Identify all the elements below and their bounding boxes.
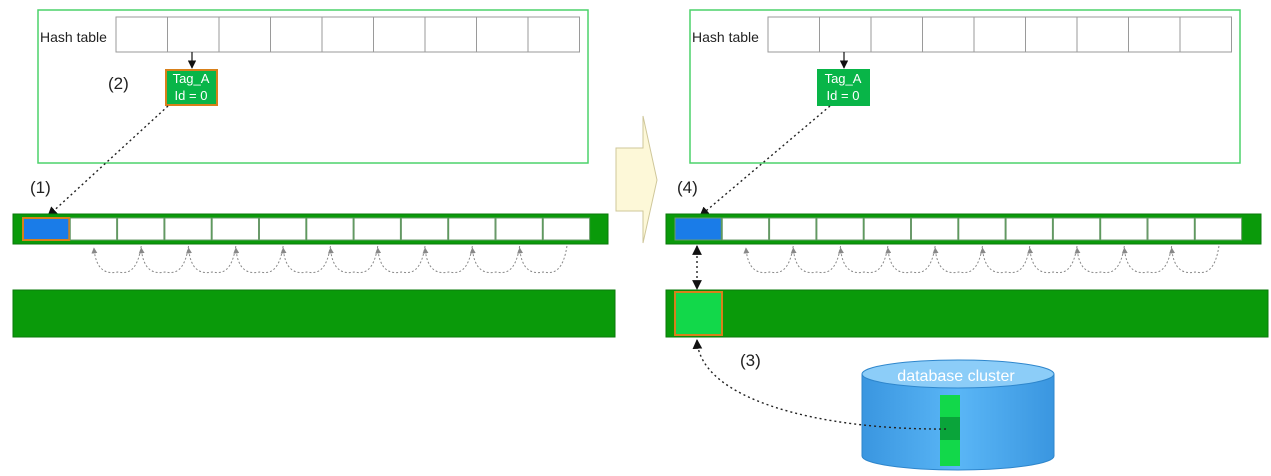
database-record-selected — [940, 417, 960, 440]
right-hash-table-label: Hash table — [692, 29, 759, 45]
right-dotted-link — [699, 105, 831, 217]
left-chain-arc — [186, 245, 237, 274]
left-chain-arc — [280, 245, 331, 274]
right-chain-arcs — [743, 245, 1220, 274]
right-chain-arc — [1074, 245, 1125, 274]
right-hash-cell — [1025, 16, 1078, 53]
left-chain-arc — [469, 245, 521, 274]
right-slot-cell — [816, 217, 864, 241]
left-slot-cell — [69, 217, 118, 241]
database-top — [861, 359, 1055, 389]
left-hash-cell — [218, 16, 271, 53]
left-chain-arc — [422, 245, 473, 274]
right-hash-cell — [973, 16, 1026, 53]
left-chain-arc — [91, 245, 142, 274]
transition-arrow — [615, 115, 658, 244]
right-chain-arc — [838, 245, 889, 274]
left-step-label-2: (2) — [108, 74, 129, 93]
left-panel: Hash table Tag_A Id = 0 (2) (1) — [12, 9, 616, 338]
left-tag-line2: Id = 0 — [175, 88, 208, 103]
left-slot-cell — [495, 217, 543, 241]
left-storage-bar — [12, 289, 616, 338]
right-chain-arc — [790, 245, 842, 274]
right-slot-cell — [1147, 217, 1195, 241]
right-chain-arc — [885, 245, 936, 274]
right-hash-table — [767, 16, 1232, 53]
right-step-label-4: (4) — [677, 178, 698, 197]
right-storage-bar — [665, 289, 1269, 338]
left-hash-cell — [321, 16, 374, 53]
right-hash-cell — [922, 16, 975, 53]
right-slot-cell — [958, 217, 1006, 241]
right-slot-cell — [721, 217, 770, 241]
right-storage-highlight — [674, 291, 723, 336]
left-slot-cell — [164, 217, 212, 241]
right-slot-cell — [769, 217, 817, 241]
left-hash-cell — [115, 16, 168, 53]
right-chain-arc — [979, 245, 1031, 274]
left-slot-cell — [448, 217, 496, 241]
left-hash-cell — [270, 16, 323, 53]
right-hash-cell — [870, 16, 923, 53]
left-slot-cell — [259, 217, 307, 241]
right-step-label-3: (3) — [740, 351, 761, 370]
right-slot-active — [674, 217, 722, 241]
left-hash-cell — [373, 16, 426, 53]
left-hash-cell — [476, 16, 529, 53]
left-slot-cell — [542, 217, 591, 241]
left-chain-arc — [233, 245, 284, 274]
left-slot-cell — [117, 217, 165, 241]
left-slot-cell — [353, 217, 401, 241]
left-slot-active — [22, 217, 71, 241]
right-chain-arc — [1169, 245, 1220, 274]
right-chain-arc — [1027, 245, 1078, 274]
left-tag-box — [165, 69, 218, 106]
right-hash-cell — [1076, 16, 1129, 53]
right-tag-box — [817, 69, 870, 106]
right-slot-cell — [863, 217, 912, 241]
left-hash-table — [115, 16, 580, 53]
right-slot-cells — [674, 217, 1243, 241]
right-hash-cell — [1179, 16, 1232, 53]
right-slot-cell — [911, 217, 959, 241]
database-record-bottom — [940, 440, 960, 466]
left-hash-cell — [424, 16, 477, 53]
right-slot-cell — [1052, 217, 1101, 241]
left-chain-arc — [138, 245, 190, 274]
left-slot-cells — [22, 217, 591, 241]
left-dotted-link — [47, 105, 169, 217]
right-chain-arc — [932, 245, 983, 274]
left-hash-cell — [527, 16, 580, 53]
right-chain-arc — [1121, 245, 1173, 274]
left-step-label-1: (1) — [30, 178, 51, 197]
right-slot-cell — [1100, 217, 1148, 241]
right-slot-cell — [1005, 217, 1053, 241]
database-label: database cluster — [897, 368, 1015, 385]
right-tag-line2: Id = 0 — [827, 88, 860, 103]
right-chain-arc — [743, 245, 794, 274]
left-chain-arc — [327, 245, 379, 274]
left-hash-cell — [167, 16, 220, 53]
left-tag-line1: Tag_A — [173, 71, 210, 86]
right-hash-cell — [819, 16, 872, 53]
left-chain-arc — [517, 245, 568, 274]
left-slot-cell — [400, 217, 449, 241]
left-chain-arc — [375, 245, 426, 274]
left-slot-cell — [211, 217, 259, 241]
right-hash-cell — [1128, 16, 1181, 53]
left-chain-arcs — [91, 245, 568, 274]
right-hash-cell — [767, 16, 820, 53]
right-tag-line1: Tag_A — [825, 71, 862, 86]
left-slot-cell — [306, 217, 354, 241]
database-record-top — [940, 395, 960, 417]
database-cylinder: database cluster — [861, 359, 1055, 471]
right-panel: Hash table Tag_A Id = 0 (4) (3) database… — [665, 9, 1269, 471]
right-slot-cell — [1194, 217, 1243, 241]
left-hash-table-label: Hash table — [40, 29, 107, 45]
